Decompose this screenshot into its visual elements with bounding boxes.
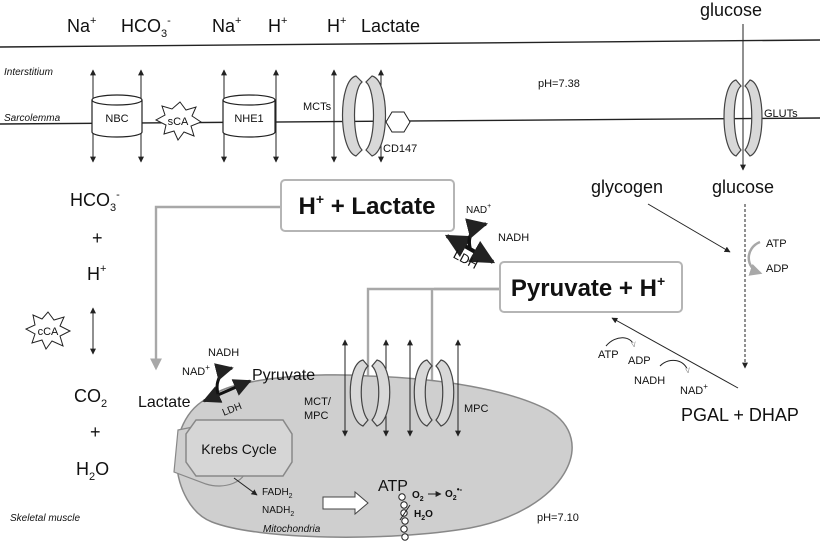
h-intracellular: H+: [87, 263, 106, 284]
ldh-nadh: NADH: [498, 232, 529, 244]
mcts-label: MCTs: [303, 101, 332, 113]
superoxide-label: O2•-: [445, 485, 462, 502]
skeletal-muscle-label: Skeletal muscle: [10, 513, 80, 524]
sarcolemma-label: Sarcolemma: [4, 113, 61, 124]
nadh-lower: NADH: [634, 375, 665, 387]
glycogen-arrow: [647, 203, 731, 253]
bicarbonate-buffer: HCO3- + H+ cCA CO2 + H2O: [24, 189, 120, 483]
pyruvate-text: Pyruvate + H+: [511, 273, 665, 302]
krebs-cycle-label: Krebs Cycle: [201, 441, 277, 457]
ion-glucose-out: glucose: [700, 0, 762, 20]
mito-nadh: NADH: [208, 347, 239, 359]
ion-na-out-1: Na+: [67, 15, 96, 36]
sca-enzyme: sCA: [154, 101, 203, 141]
top-ion-labels: Na+ HCO3- Na+ H+ H+ Lactate glucose: [67, 0, 762, 40]
nad-lower: NAD+: [680, 382, 708, 397]
glucose-intracellular: glucose: [712, 177, 774, 197]
ldh-cytosol-arrow: [444, 234, 496, 264]
pyruvate-box: Pyruvate + H+: [499, 261, 683, 313]
h-lactate-text: H+ + Lactate: [299, 191, 436, 220]
h-lactate-box: H+ + Lactate: [280, 179, 455, 232]
plus-2: +: [90, 422, 101, 442]
mito-nad: NAD+: [182, 363, 210, 378]
ion-lactate-out: Lactate: [361, 16, 420, 36]
nbc-transporter: NBC: [91, 94, 143, 138]
fadh2-label: FADH2: [262, 487, 293, 500]
mct-mpc-label-1: MCT/: [304, 396, 332, 408]
mito-transporters: MCT/ MPC MPC: [304, 339, 489, 437]
hco3-intracellular: HCO3-: [70, 189, 120, 214]
cd147-label: CD147: [383, 143, 417, 155]
sca-label: sCA: [168, 116, 189, 128]
ion-hco3-out: HCO3-: [121, 15, 171, 40]
krebs-cycle-box: [185, 419, 293, 477]
nhe1-label: NHE1: [234, 113, 263, 125]
ion-h-out-1: H+: [268, 15, 287, 36]
adp-upper: ADP: [766, 263, 789, 275]
pgal-dhap-label: PGAL + DHAP: [681, 405, 799, 425]
adp-lower: ADP: [628, 355, 651, 367]
mct-transporter: MCTs CD147: [303, 75, 417, 157]
mpc-label: MPC: [464, 403, 489, 415]
cca-label: cCA: [38, 326, 59, 338]
ldh-nad: NAD+: [466, 203, 491, 216]
mitochondria-label: Mitochondria: [263, 524, 321, 535]
interstitium-label: Interstitium: [4, 67, 53, 78]
ion-na-out-2: Na+: [212, 15, 241, 36]
co2-intracellular: CO2: [74, 386, 107, 410]
mct-mpc-label-2: MPC: [304, 410, 329, 422]
electron-transport-arrow: [322, 490, 369, 516]
glycolysis: glycogen glucose ATP ADP ATP ADP NADH NA…: [591, 177, 799, 425]
ph-intracellular: pH=7.10: [537, 512, 579, 524]
h2o-mito: H2O: [414, 509, 433, 522]
nbc-label: NBC: [105, 113, 128, 125]
ion-h-out-2: H+: [327, 15, 346, 36]
mitochondrion: Krebs Cycle FADH2 NADH2 ATP O2 O2•- H2O …: [173, 374, 573, 541]
glut-transporter: GLUTs: [723, 79, 798, 157]
atp-mito: ATP: [378, 478, 408, 495]
krebs-output-arrow: [233, 477, 258, 496]
lactate-to-mito-arrow: [150, 205, 281, 371]
glycogen-label: glycogen: [591, 177, 663, 197]
hexokinase-arrow: [747, 240, 763, 276]
atp-lower: ATP: [598, 349, 619, 361]
plus-1: +: [92, 228, 103, 248]
nhe1-transporter: NHE1: [222, 94, 276, 138]
interstitium-line: [0, 39, 820, 48]
h2o-intracellular: H2O: [76, 459, 109, 483]
pgal-to-pyruvate-arrow: [611, 317, 739, 389]
gluts-label: GLUTs: [764, 108, 798, 120]
ldh-mito: NADH NAD+ Pyruvate Lactate LDH: [138, 347, 315, 419]
nadh2-label: NADH2: [262, 505, 294, 518]
atp-upper: ATP: [766, 238, 787, 250]
o2-label: O2: [412, 490, 424, 503]
mito-lactate: Lactate: [138, 394, 191, 411]
ph-extracellular: pH=7.38: [538, 78, 580, 90]
mitochondria-body: [175, 374, 573, 538]
mito-pyruvate: Pyruvate: [252, 367, 315, 384]
